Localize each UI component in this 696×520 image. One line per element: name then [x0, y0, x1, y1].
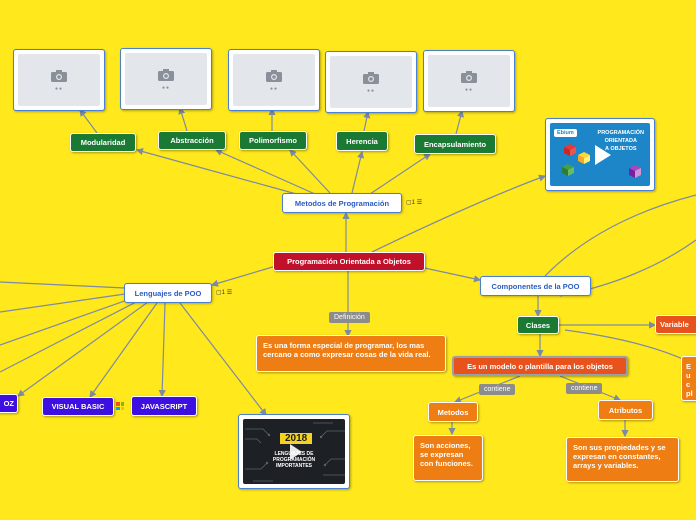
metodos-text[interactable]: Son acciones, se expresan con funciones.	[413, 435, 483, 481]
link-metodos-herencia	[351, 150, 365, 194]
windows-logo-icon	[116, 402, 124, 410]
video-title-line3: A OBJETOS	[605, 146, 637, 152]
node-variables[interactable]: Variable	[655, 315, 696, 334]
link-metodos-polimorfismo	[289, 149, 331, 194]
edge-label-definicion: Definición	[329, 312, 370, 323]
node-lang-oz[interactable]: OZ	[0, 394, 18, 413]
image-card-3[interactable]: ●●	[228, 49, 320, 111]
node-encapsulamiento[interactable]: Encapsulamiento	[414, 134, 496, 154]
link-metodos-abstraccion	[214, 149, 316, 195]
node-metodos-programacion[interactable]: Metodos de Programación	[282, 193, 402, 213]
video-title-line2: ORIENTADA	[604, 138, 637, 144]
definicion-text[interactable]: Es una forma especial de programar, los …	[256, 335, 446, 372]
video-card-poo[interactable]: Ebium PROGRAMACIÓN ORIENTADA A OBJETOS	[545, 118, 655, 191]
link-metodos-encapsulamiento	[369, 153, 431, 195]
node-lenguajes[interactable]: Lenguajes de POO	[124, 283, 212, 303]
video-card-lenguajes[interactable]: 2018 LENGUAJES DE PROGRAMACIÓN IMPORTANT…	[238, 414, 350, 489]
node-componentes[interactable]: Componentes de la POO	[480, 276, 591, 296]
camera-icon	[266, 69, 282, 82]
edge-label-contiene-right: contiene	[566, 383, 603, 394]
list-icon: ☰	[416, 200, 423, 206]
node-modularidad[interactable]: Modularidad	[70, 133, 136, 152]
camera-icon	[461, 70, 477, 83]
list-icon: ☰	[226, 290, 233, 296]
camera-icon	[51, 69, 67, 82]
note-icon: ▢	[406, 200, 412, 206]
node-lang-visual-basic[interactable]: VISUAL BASIC	[42, 397, 114, 416]
node-modelo[interactable]: Es un modelo o plantilla para los objeto…	[452, 356, 628, 376]
note-count: 1	[411, 200, 416, 206]
video2-title-line2: PROGRAMACIÓN	[272, 457, 316, 463]
image-card-1[interactable]: ●●	[13, 49, 105, 111]
video-brand: Ebium	[554, 129, 577, 137]
variables-text-partial[interactable]: E u c pl	[681, 356, 696, 401]
atributos-text[interactable]: Son sus propiedades y se expresan en con…	[566, 437, 679, 482]
node-clases[interactable]: Clases	[517, 316, 559, 334]
node-metodos[interactable]: Metodos	[428, 402, 478, 422]
node-lang-javascript[interactable]: JAVASCRIPT	[131, 396, 197, 416]
circuit-decoration-icon	[245, 422, 345, 482]
video2-title-line3: IMPORTANTES	[275, 463, 313, 469]
node-polimorfismo[interactable]: Polimorfismo	[239, 131, 307, 150]
image-card-2[interactable]: ●●	[120, 48, 212, 110]
node-atributos[interactable]: Atributos	[598, 400, 653, 420]
video-title-line1: PROGRAMACIÓN	[597, 130, 644, 136]
note-icon: ▢	[216, 290, 222, 296]
image-card-4[interactable]: ●●	[325, 51, 417, 113]
node-herencia[interactable]: Herencia	[336, 131, 388, 151]
node-abstraccion[interactable]: Abstracción	[158, 131, 226, 150]
image-card-5[interactable]: ●●	[423, 50, 515, 112]
cube-decoration-icon	[562, 144, 590, 176]
edge-label-contiene-left: contiene	[479, 384, 516, 395]
metodos-note-indicator[interactable]: ▢1 ☰	[406, 199, 422, 206]
video-year: 2018	[280, 433, 313, 444]
cube-decoration-right-icon	[629, 165, 641, 178]
camera-icon	[363, 71, 379, 84]
camera-icon	[158, 68, 174, 81]
lenguajes-note-indicator[interactable]: ▢1 ☰	[216, 289, 232, 296]
note-count: 1	[221, 290, 226, 296]
play-icon[interactable]	[595, 144, 611, 165]
node-central[interactable]: Programación Orientada a Objetos	[273, 252, 425, 271]
play-icon[interactable]	[290, 443, 302, 460]
link-metodos-modularidad	[135, 148, 301, 196]
